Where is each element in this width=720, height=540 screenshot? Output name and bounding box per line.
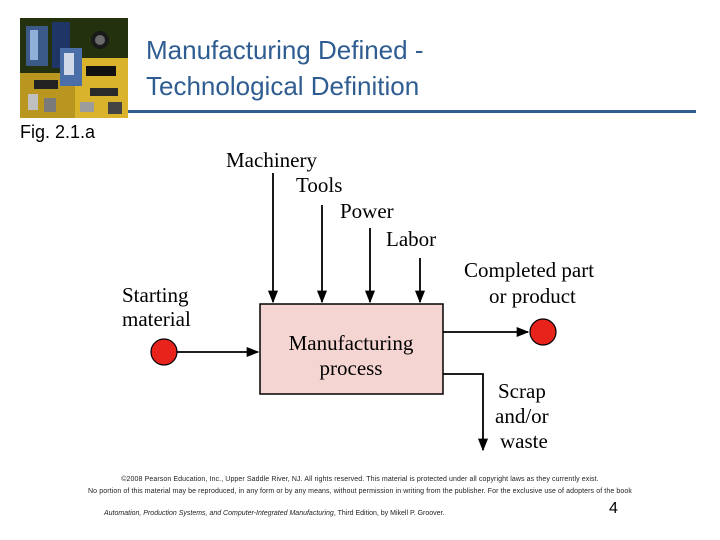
scrap-label-3: waste bbox=[500, 429, 548, 453]
copyright-line-2: No portion of this material may be repro… bbox=[88, 488, 632, 495]
input-label-power: Power bbox=[340, 199, 394, 223]
scrap-label-2: and/or bbox=[495, 404, 549, 428]
starting-material-label-1: Starting bbox=[122, 283, 189, 307]
process-label-1: Manufacturing bbox=[289, 331, 414, 355]
slide-title: Manufacturing Defined - Technological De… bbox=[146, 32, 666, 104]
title-line-1: Manufacturing Defined - bbox=[146, 35, 424, 65]
starting-material-dot bbox=[150, 338, 178, 366]
title-line-2: Technological Definition bbox=[146, 71, 420, 101]
process-label-2: process bbox=[320, 356, 383, 380]
figure-label: Fig. 2.1.a bbox=[20, 122, 96, 142]
output-label-2: or product bbox=[489, 284, 576, 308]
manufacturing-process-diagram: Machinery Tools Power Labor Starting mat… bbox=[122, 148, 594, 453]
output-label-1: Completed part bbox=[464, 258, 594, 282]
page-number: 4 bbox=[609, 500, 618, 517]
title-underline bbox=[128, 110, 696, 113]
completed-product-dot bbox=[529, 318, 557, 346]
input-label-machinery: Machinery bbox=[226, 148, 317, 172]
starting-material-label-2: material bbox=[122, 307, 191, 331]
circuit-board-image bbox=[20, 18, 128, 118]
input-label-labor: Labor bbox=[386, 227, 436, 251]
book-citation: Automation, Production Systems, and Comp… bbox=[104, 510, 444, 517]
circuit-board-photo bbox=[20, 18, 128, 118]
citation-details: , Third Edition, by Mikell P. Groover. bbox=[333, 510, 445, 517]
scrap-label-1: Scrap bbox=[498, 379, 546, 403]
citation-book-title: Automation, Production Systems, and Comp… bbox=[104, 510, 334, 517]
scrap-arrow bbox=[443, 373, 489, 452]
input-label-tools: Tools bbox=[296, 173, 342, 197]
process-box bbox=[259, 303, 444, 395]
copyright-line-1: ©2008 Pearson Education, Inc., Upper Sad… bbox=[121, 476, 599, 483]
